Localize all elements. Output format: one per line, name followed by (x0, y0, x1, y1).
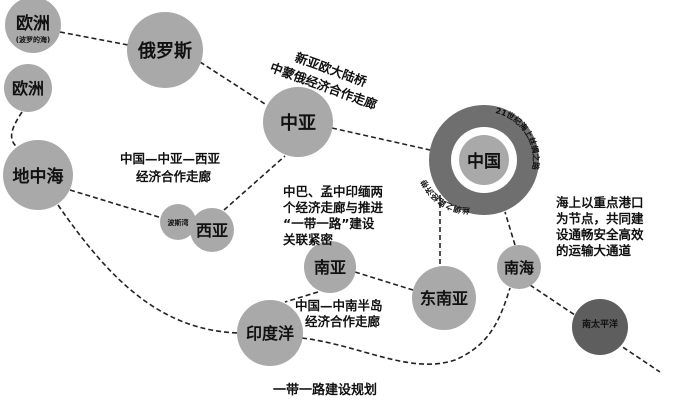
node-label: 南亚 (314, 258, 346, 277)
route-europe-mediterranean (10, 111, 23, 149)
node-label: 南海 (504, 259, 534, 277)
note-china-central-west-asia: 中国—中亚—西亚 经济合作走廊 (120, 151, 221, 184)
route-westasia-central-asia (223, 155, 286, 211)
route-mediterranean-persian-gulf (69, 189, 163, 219)
route-south-china-sea-china (504, 211, 516, 246)
note-line: 为节点，共同建 (556, 211, 644, 226)
node-central-asia: 中亚 (263, 87, 333, 157)
node-southeast-asia: 东南亚 (412, 266, 476, 330)
note-indochina: 中国—中南半岛 经济合作走廊 (295, 298, 383, 329)
node-europe-baltic: 欧洲 (波罗的海) (5, 0, 61, 53)
note-line: 海上以重点港口 (556, 195, 644, 210)
node-label: 印度洋 (246, 324, 294, 343)
note-corridors: 中巴、孟中印缅两 个经济走廊与推进 “一带一路”建设 关联紧密 (282, 184, 384, 247)
node-persian-gulf: 波斯湾 (160, 204, 196, 240)
node-label: 中国 (467, 151, 501, 172)
route-indian-ocean-south-china-sea (301, 287, 511, 365)
route-russia-central-asia (199, 61, 266, 105)
note-line: 关联紧密 (283, 232, 334, 247)
note-line: 设通畅安全高效 (556, 227, 644, 242)
route-central-asia-china (331, 127, 431, 151)
note-line: 经济合作走廊 (136, 169, 212, 184)
caption: 一带一路建设规划 (273, 382, 377, 398)
node-label: 波斯湾 (168, 218, 189, 227)
node-label: 东南亚 (420, 289, 468, 308)
note-line: 中国—中亚—西亚 (120, 151, 221, 166)
node-russia: 俄罗斯 (127, 12, 203, 88)
node-sublabel: (波罗的海) (16, 35, 50, 44)
node-south-china-sea: 南海 (497, 245, 541, 289)
node-label: 欧洲 (16, 13, 50, 34)
node-south-asia: 南亚 (304, 241, 356, 293)
note-line: 的运输大通道 (556, 243, 632, 258)
node-label: 欧洲 (12, 79, 44, 98)
note-maritime: 海上以重点港口 为节点，共同建 设通畅安全高效 的运输大通道 (556, 195, 644, 258)
node-label: 南太平洋 (582, 318, 618, 330)
routes (10, 31, 661, 373)
node-mediterranean: 地中海 (3, 140, 73, 210)
node-europe: 欧洲 (4, 64, 52, 112)
note-line: 个经济走廊与推进 (282, 200, 384, 215)
node-west-asia: 西亚 (190, 208, 234, 252)
node-china: 丝绸之路经济带 21世纪海上丝绸之路 中国 (419, 105, 541, 216)
route-south-asia-southeast-asia (354, 271, 414, 291)
route-europe-russia (59, 31, 129, 46)
node-south-pacific: 南太平洋 (572, 299, 628, 355)
node-label: 中亚 (280, 112, 316, 134)
node-label: 地中海 (13, 166, 64, 187)
note-line: 经济合作走廊 (305, 314, 381, 329)
node-indian-ocean: 印度洋 (237, 300, 303, 366)
route-south-china-sea-south-pacific (529, 284, 661, 373)
note-line: “一带一路”建设 (283, 216, 375, 231)
note-line: 中国—中南半岛 (295, 298, 383, 313)
route-south-asia-indian-ocean (284, 291, 319, 303)
note-line: 中巴、孟中印缅两 (283, 184, 384, 199)
node-label: 西亚 (196, 221, 228, 240)
route-mediterranean-indian-ocean (57, 204, 239, 334)
node-label: 俄罗斯 (137, 40, 192, 62)
